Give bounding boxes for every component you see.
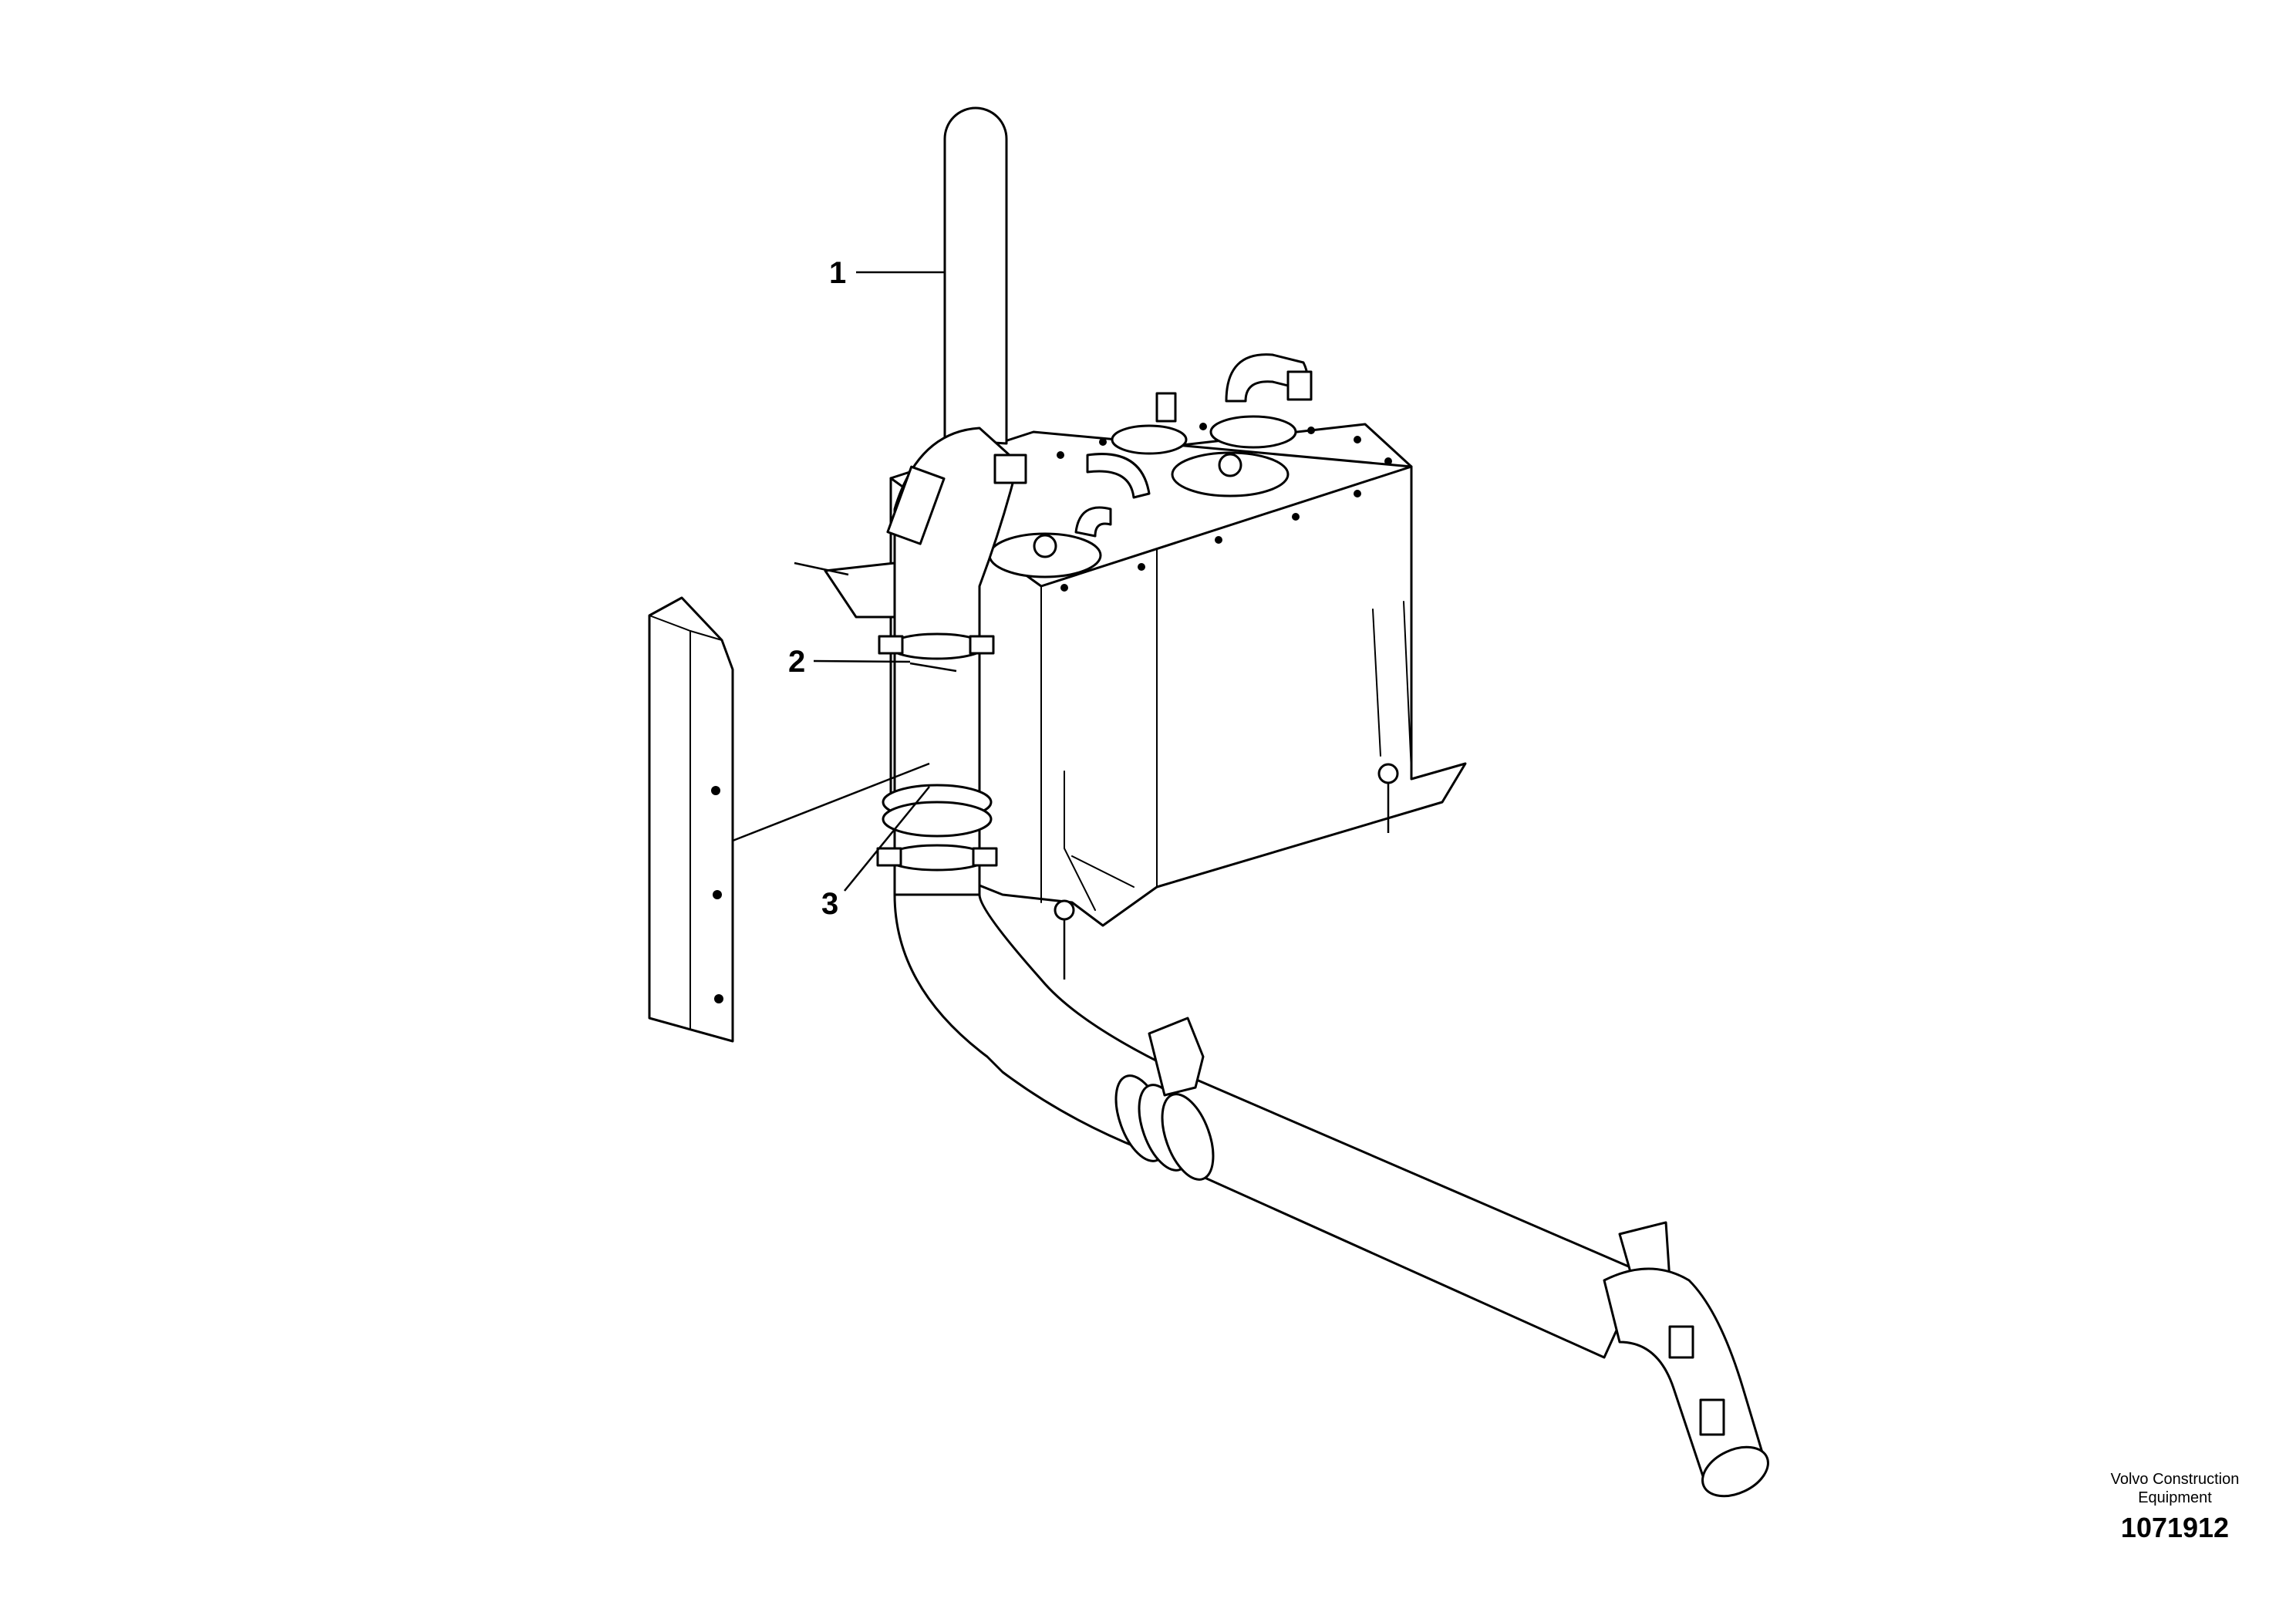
- lower-exhaust-pipe: [893, 893, 1769, 1498]
- callout-2: 2: [788, 645, 805, 679]
- callout-1: 1: [829, 256, 846, 290]
- drawing-number: 1071912: [2120, 1512, 2230, 1543]
- muffler-tank: [889, 353, 1467, 980]
- company-line-1: Volvo Construction: [2110, 1471, 2240, 1488]
- company-credit: Volvo Construction Equipment: [2044, 1470, 2296, 1507]
- company-line-2: Equipment: [2138, 1489, 2212, 1506]
- heat-shield: [648, 596, 734, 1043]
- callout-3: 3: [821, 887, 838, 921]
- callout-leaders: [732, 271, 945, 892]
- exhaust-stack: [943, 106, 1008, 445]
